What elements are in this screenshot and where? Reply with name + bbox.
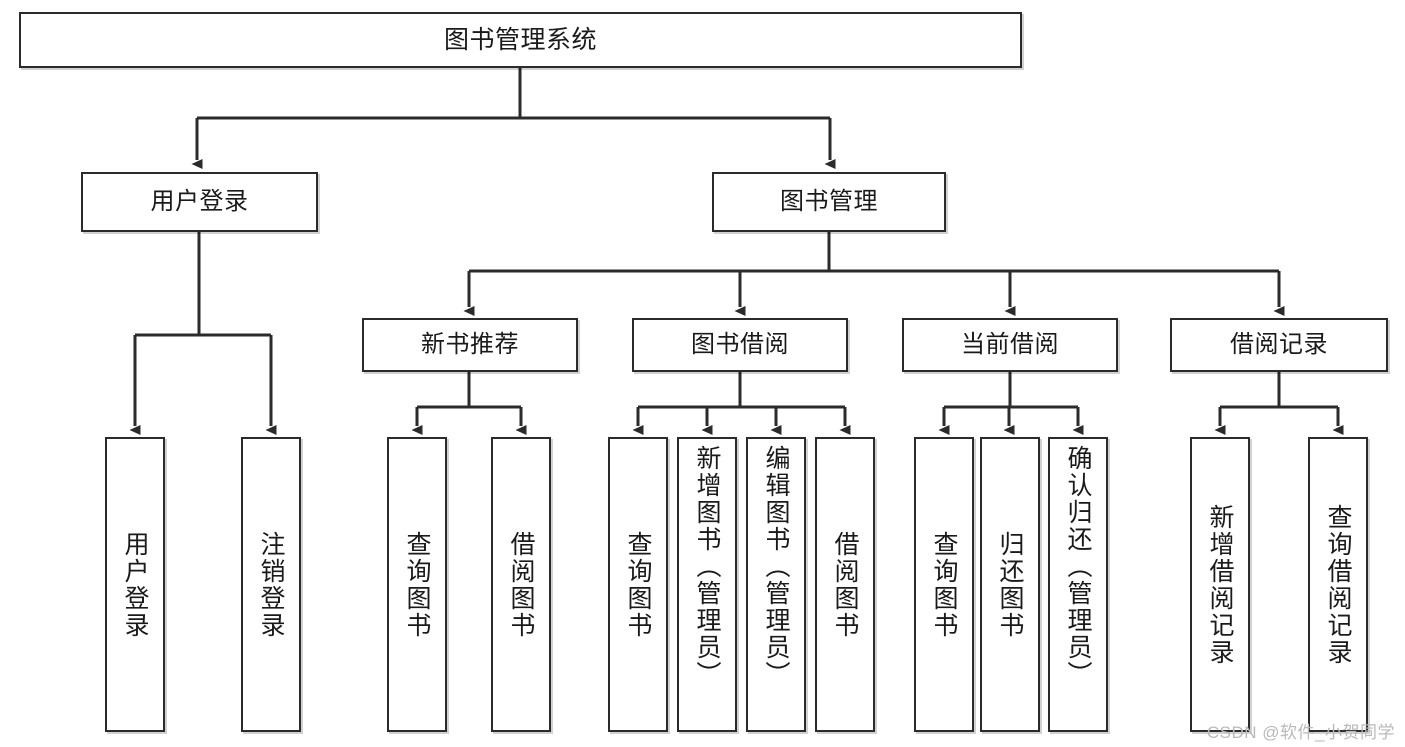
node-root-label: 图书管理系统 xyxy=(443,26,597,54)
node-leaf-query-book-1-label: 查询图书 xyxy=(403,530,431,639)
node-borrow-record-label: 借阅记录 xyxy=(1230,330,1328,358)
node-leaf-add-borrow-record[interactable]: 新增借阅记录 xyxy=(1190,437,1250,732)
node-leaf-add-book-admin-label: 新增图书（管理员） xyxy=(693,445,721,688)
node-leaf-borrow-book-1[interactable]: 借阅图书 xyxy=(491,437,551,732)
node-new-book-recommend[interactable]: 新书推荐 xyxy=(362,318,578,372)
node-borrow-record[interactable]: 借阅记录 xyxy=(1170,318,1388,372)
node-leaf-edit-book-admin[interactable]: 编辑图书（管理员） xyxy=(746,437,806,732)
node-leaf-query-book-3-label: 查询图书 xyxy=(930,530,958,639)
node-book-manage[interactable]: 图书管理 xyxy=(712,172,946,232)
node-leaf-user-login[interactable]: 用户登录 xyxy=(105,437,165,732)
node-book-manage-label: 图书管理 xyxy=(780,187,878,215)
node-leaf-query-book-2[interactable]: 查询图书 xyxy=(608,437,668,732)
node-leaf-query-borrow-record[interactable]: 查询借阅记录 xyxy=(1308,437,1368,732)
node-leaf-user-login-label: 用户登录 xyxy=(121,530,149,639)
node-leaf-query-book-2-label: 查询图书 xyxy=(624,530,652,639)
node-leaf-return-book[interactable]: 归还图书 xyxy=(980,437,1040,732)
node-leaf-borrow-book-2-label: 借阅图书 xyxy=(831,530,859,639)
node-leaf-edit-book-admin-label: 编辑图书（管理员） xyxy=(762,445,790,688)
node-leaf-confirm-return-admin-label: 确认归还（管理员） xyxy=(1064,445,1092,688)
csdn-watermark: CSDN @软件_小贺同学 xyxy=(1206,723,1395,742)
node-leaf-query-borrow-record-label: 查询借阅记录 xyxy=(1324,503,1352,666)
node-leaf-borrow-book-2[interactable]: 借阅图书 xyxy=(815,437,875,732)
node-new-book-recommend-label: 新书推荐 xyxy=(421,330,519,358)
node-leaf-logout-login-label: 注销登录 xyxy=(257,530,285,639)
node-leaf-query-book-3[interactable]: 查询图书 xyxy=(914,437,974,732)
node-current-borrow[interactable]: 当前借阅 xyxy=(902,318,1118,372)
node-leaf-logout-login[interactable]: 注销登录 xyxy=(241,437,301,732)
node-book-borrow[interactable]: 图书借阅 xyxy=(632,318,848,372)
node-user-login-label: 用户登录 xyxy=(150,187,249,215)
node-user-login[interactable]: 用户登录 xyxy=(81,172,318,232)
node-book-borrow-label: 图书借阅 xyxy=(691,330,789,358)
node-leaf-add-borrow-record-label: 新增借阅记录 xyxy=(1206,503,1234,666)
node-current-borrow-label: 当前借阅 xyxy=(961,330,1059,358)
node-leaf-borrow-book-1-label: 借阅图书 xyxy=(507,530,535,639)
node-leaf-add-book-admin[interactable]: 新增图书（管理员） xyxy=(677,437,737,732)
node-leaf-query-book-1[interactable]: 查询图书 xyxy=(387,437,447,732)
node-leaf-return-book-label: 归还图书 xyxy=(996,530,1024,639)
node-root[interactable]: 图书管理系统 xyxy=(19,12,1022,68)
node-leaf-confirm-return-admin[interactable]: 确认归还（管理员） xyxy=(1048,437,1108,732)
